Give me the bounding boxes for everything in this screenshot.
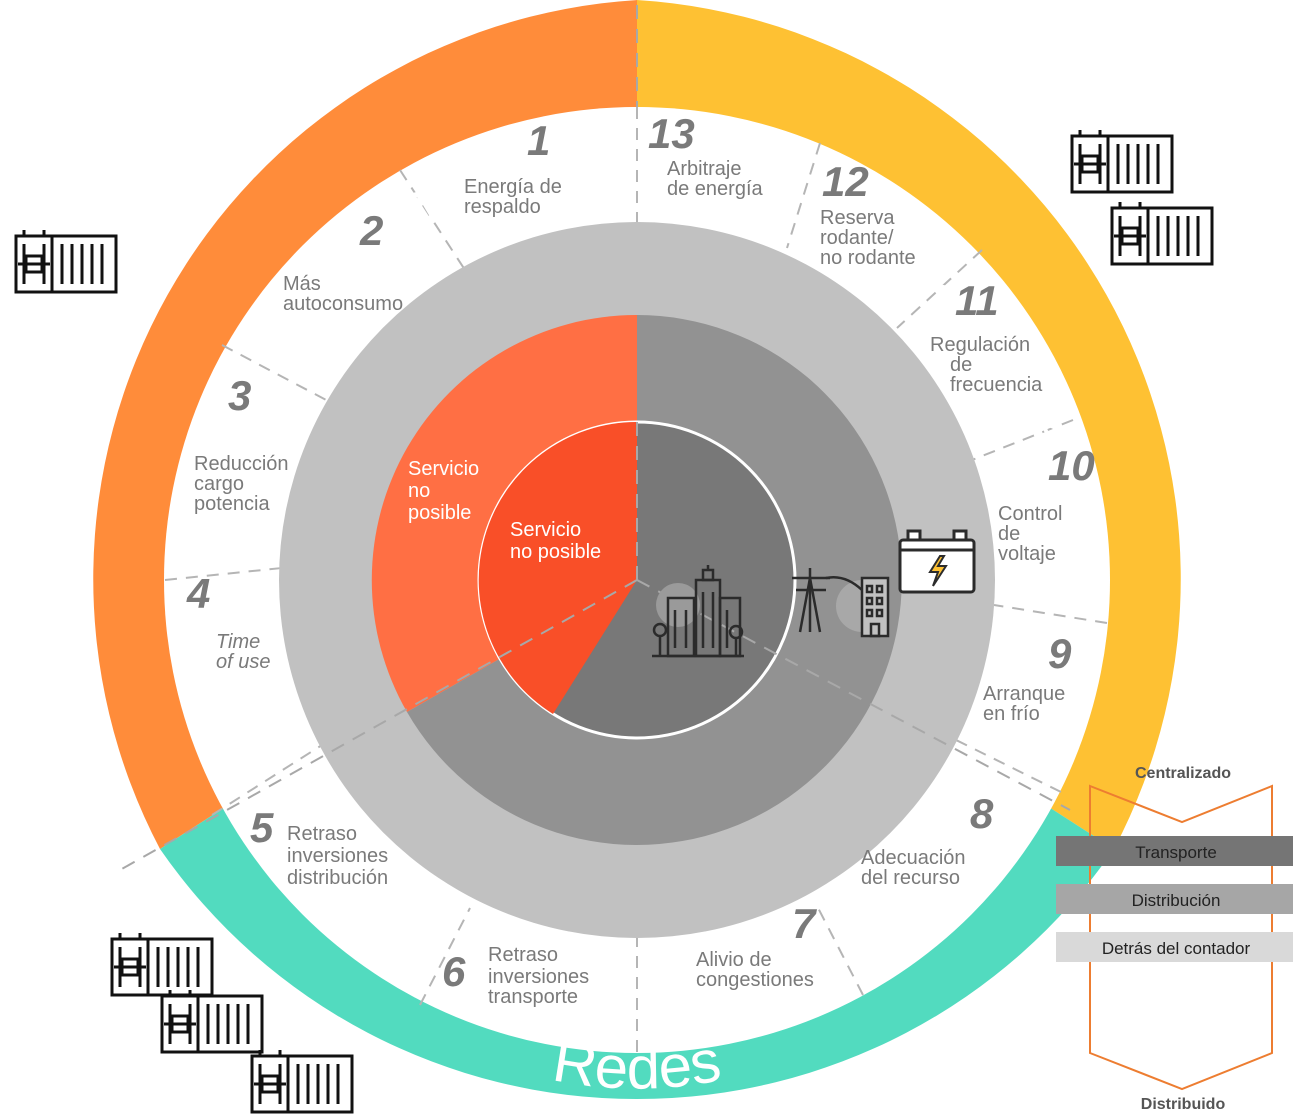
legend-arrow [1089, 784, 1273, 1091]
legend-bar-distribucion [1056, 884, 1293, 914]
service-number: 13 [648, 110, 695, 157]
building-icon [860, 576, 890, 638]
service-number: 10 [1048, 442, 1095, 489]
center-dividers [119, 5, 1071, 871]
service-number: 7 [792, 900, 817, 947]
legend-top-label: Centralizado [1135, 765, 1231, 782]
service-number: 1 [527, 117, 550, 164]
container-icon [1070, 128, 1174, 194]
segment-dividers [164, 107, 1108, 1052]
legend-bar-transporte [1056, 836, 1293, 866]
legend-detras-contador-label: Detrás del contador [1102, 939, 1251, 958]
centralization-legend: Centralizado Transporte Distribución Det… [1056, 765, 1293, 1113]
cliente-final-segment [93, 0, 638, 849]
container-icon [250, 1048, 354, 1114]
legend-bottom-label: Distribuido [1141, 1096, 1226, 1113]
legend-distribucion-label: Distribución [1132, 891, 1221, 910]
service-number: 4 [186, 570, 210, 617]
legend-bar-detras-contador [1056, 932, 1293, 962]
container-icon [14, 228, 118, 294]
service-number: 11 [955, 277, 999, 324]
redes-segment [160, 802, 1114, 1100]
not-possible-inner-sector [478, 421, 637, 714]
service-number: 8 [970, 790, 994, 837]
redes-title: Redes [549, 1027, 726, 1102]
service-number: 3 [228, 372, 251, 419]
container-icon [1110, 200, 1214, 266]
service-number: 6 [442, 948, 466, 995]
legend-transporte-label: Transporte [1135, 843, 1217, 862]
generacion-segment [637, 0, 1181, 849]
service-number: 9 [1048, 630, 1072, 677]
outer-ring [93, 0, 1181, 1100]
service-number: 5 [250, 804, 274, 851]
battery-icon [898, 529, 976, 594]
container-icon [110, 931, 214, 997]
container-icon [160, 988, 264, 1054]
service-number: 2 [359, 207, 383, 254]
city-icon [652, 565, 744, 658]
service-number: 12 [822, 158, 869, 205]
